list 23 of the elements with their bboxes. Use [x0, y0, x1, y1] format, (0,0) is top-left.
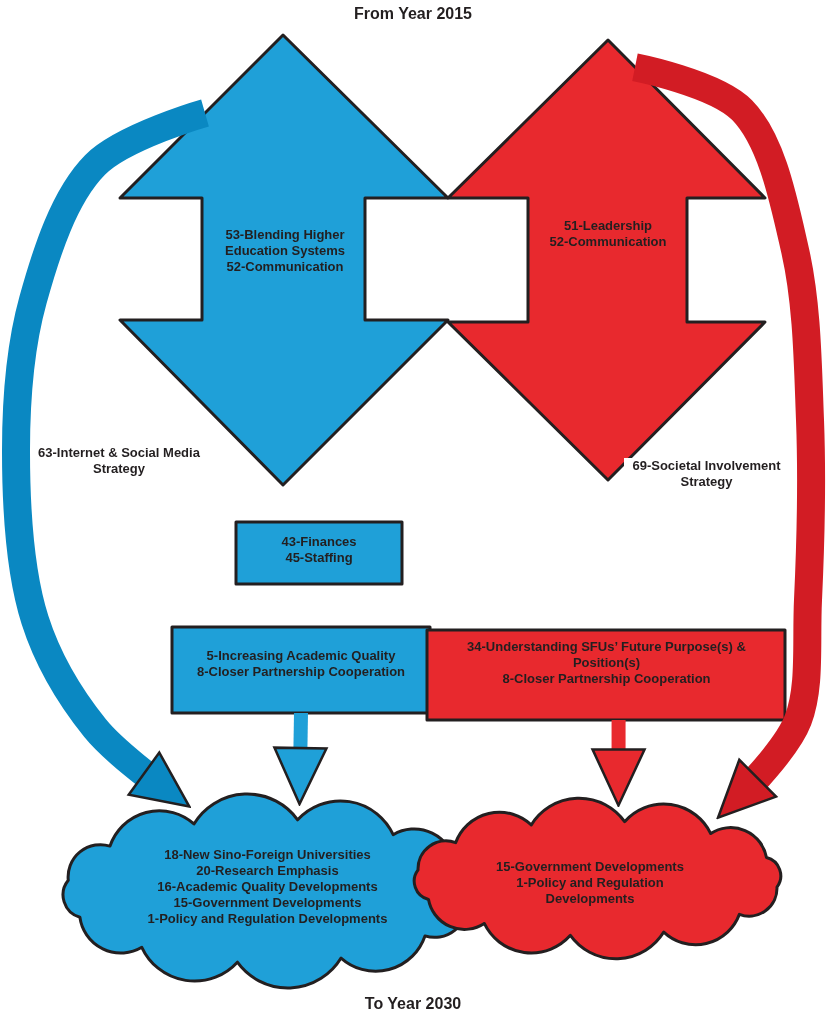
- node-label: 52-Communication: [548, 234, 668, 250]
- diagram-caption: To Year 2030: [364, 995, 462, 1013]
- node-label: 1-Policy and Regulation Developments: [515, 875, 665, 907]
- node-label: 15-Government Developments: [495, 859, 685, 875]
- node-label: 43-Finances: [280, 534, 358, 550]
- diagram-title: From Year 2015: [354, 5, 472, 23]
- node-label: 8-Closer Partnership Cooperation: [501, 671, 712, 687]
- block-arrow: [2, 99, 210, 808]
- node-label: 15-Government Developments: [172, 895, 363, 911]
- block-arrow: [631, 53, 826, 820]
- block-arrow: [591, 719, 646, 807]
- node-label: 34-Understanding SFUs’ Future Purpose(s) & Position(s): [466, 639, 747, 671]
- node-label: 5-Increasing Academic Quality: [205, 648, 397, 664]
- node-label: 16-Academic Quality Developments: [156, 879, 379, 895]
- node-label: 52-Communication: [225, 259, 345, 275]
- node-label: 8-Closer Partnership Cooperation: [195, 664, 406, 680]
- node-label: 45-Staffing: [284, 550, 354, 566]
- node-label: 53-Blending Higher Education Systems: [224, 227, 346, 259]
- node-label: 18-New Sino-Foreign Universities: [163, 847, 372, 863]
- node-label: 1-Policy and Regulation Developments: [146, 911, 389, 927]
- node-label: 51-Leadership: [562, 218, 654, 234]
- block-arrow: [273, 712, 328, 806]
- node-label: 20-Research Emphasis: [195, 863, 340, 879]
